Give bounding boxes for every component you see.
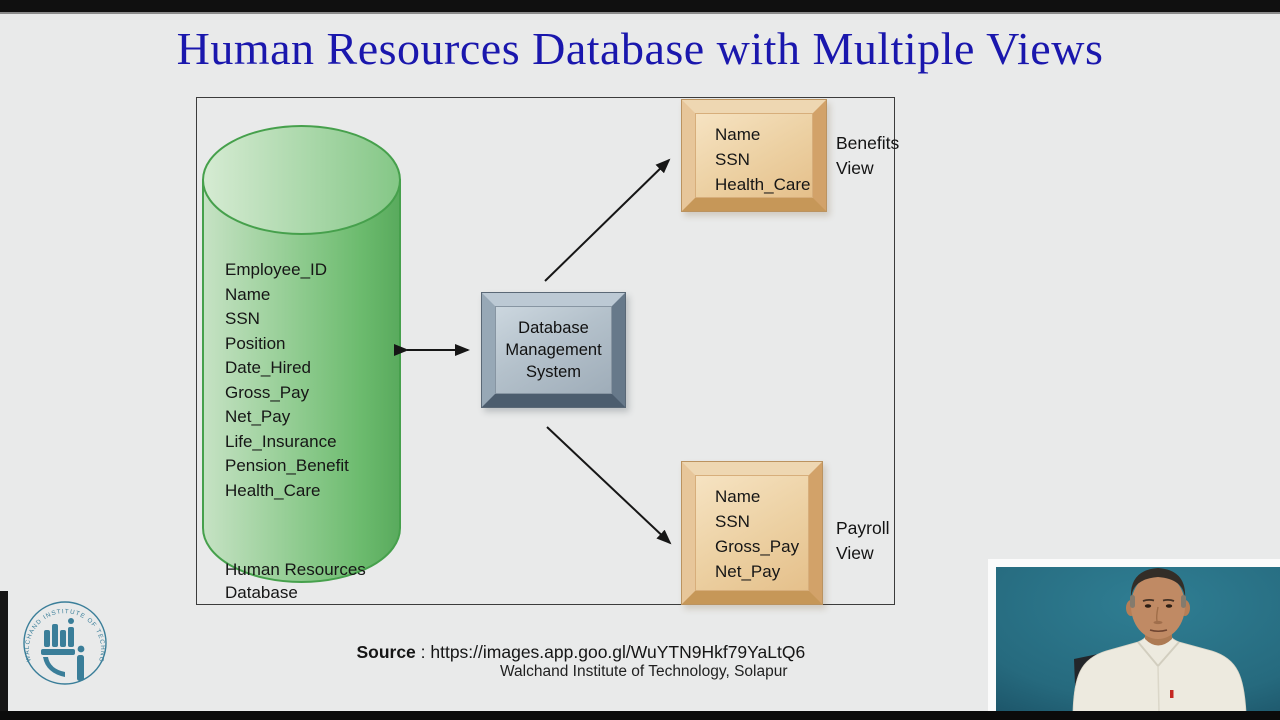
db-field: Life_Insurance [225, 431, 337, 451]
source-citation: Source : https://images.app.goo.gl/WuYTN… [337, 621, 805, 684]
logo-wit-glyph [41, 618, 85, 681]
view-field: Gross_Pay [715, 537, 800, 556]
nose-line [1155, 606, 1159, 622]
arrow-to-benefits-view [544, 158, 671, 282]
database-caption: Human Resources Database [225, 560, 366, 602]
diagram-shapes [202, 125, 672, 583]
left-edge-shadow [0, 591, 8, 720]
database-field-list: Employee_ID Name SSN Position Date_Hired… [225, 258, 349, 503]
view-field: Name [715, 125, 761, 144]
institute-logo: WALCHAND INSTITUTE OF TECHNOLOGY [20, 597, 107, 685]
gray-temple-right [1181, 595, 1186, 608]
dbms-box: Database Management System [481, 292, 626, 408]
view-field: SSN [715, 150, 750, 169]
payroll-view-label: Payroll View [836, 518, 890, 563]
payroll-view-box: Name SSN Gross_Pay Net_Pay [681, 461, 823, 605]
slide-title: Human Resources Database with Multiple V… [176, 23, 1104, 74]
institute-footer: Walchand Institute of Technology, Solapu… [500, 663, 788, 680]
db-field: Employee_ID [225, 260, 328, 279]
eye-left [1144, 604, 1152, 608]
db-field: SSN [225, 309, 260, 328]
shirt-placket [1157, 665, 1160, 712]
db-field: Pension_Benefit [225, 456, 349, 475]
benefits-view-fields: Name SSN Health_Care [695, 113, 813, 198]
hr-database-diagram: Employee_ID Name SSN Position Date_Hired… [196, 97, 899, 605]
eye-right [1165, 604, 1173, 608]
payroll-view-bevel: Name SSN Gross_Pay Net_Pay [682, 462, 822, 604]
source-label: Source [356, 642, 416, 662]
presenter-head [1131, 573, 1185, 639]
presenter-webcam [988, 559, 1280, 712]
eyebrow-left [1142, 598, 1155, 602]
gray-temple-left [1130, 595, 1135, 608]
view-field: Name [715, 487, 761, 506]
database-cylinder-top [202, 125, 401, 235]
top-letterbox-bar [0, 0, 1280, 12]
bottom-letterbox-bar [0, 711, 1280, 720]
dbms-box-bevel: Database Management System [482, 293, 625, 407]
red-pen-clip [1170, 690, 1174, 698]
view-field: Health_Care [715, 175, 811, 194]
database-cylinder-body [202, 179, 401, 583]
source-url: : https://images.app.goo.gl/WuYTN9Hkf79Y… [415, 642, 806, 662]
view-field: Net_Pay [715, 562, 781, 581]
db-field: Position [225, 333, 286, 353]
benefits-view-box: Name SSN Health_Care [681, 99, 827, 212]
db-field: Name [225, 284, 271, 304]
nose-shadow [1153, 620, 1163, 625]
top-divider-line [0, 12, 1280, 14]
db-field: Net_Pay [225, 407, 291, 426]
arrow-to-payroll-view [546, 426, 672, 545]
db-field: Health_Care [225, 480, 321, 500]
db-field: Date_Hired [225, 358, 311, 377]
dbms-box-label: Database Management System [495, 306, 612, 394]
presenter-hair [1130, 568, 1186, 599]
db-field: Gross_Pay [225, 382, 310, 402]
logo-circle [23, 601, 107, 685]
benefits-view-bevel: Name SSN Health_Care [682, 100, 826, 211]
benefits-view-label: Benefits View [836, 133, 900, 178]
mouth-line [1149, 629, 1168, 633]
view-field: SSN [715, 512, 750, 531]
payroll-view-fields: Name SSN Gross_Pay Net_Pay [695, 475, 809, 591]
eyebrow-right [1162, 598, 1175, 602]
